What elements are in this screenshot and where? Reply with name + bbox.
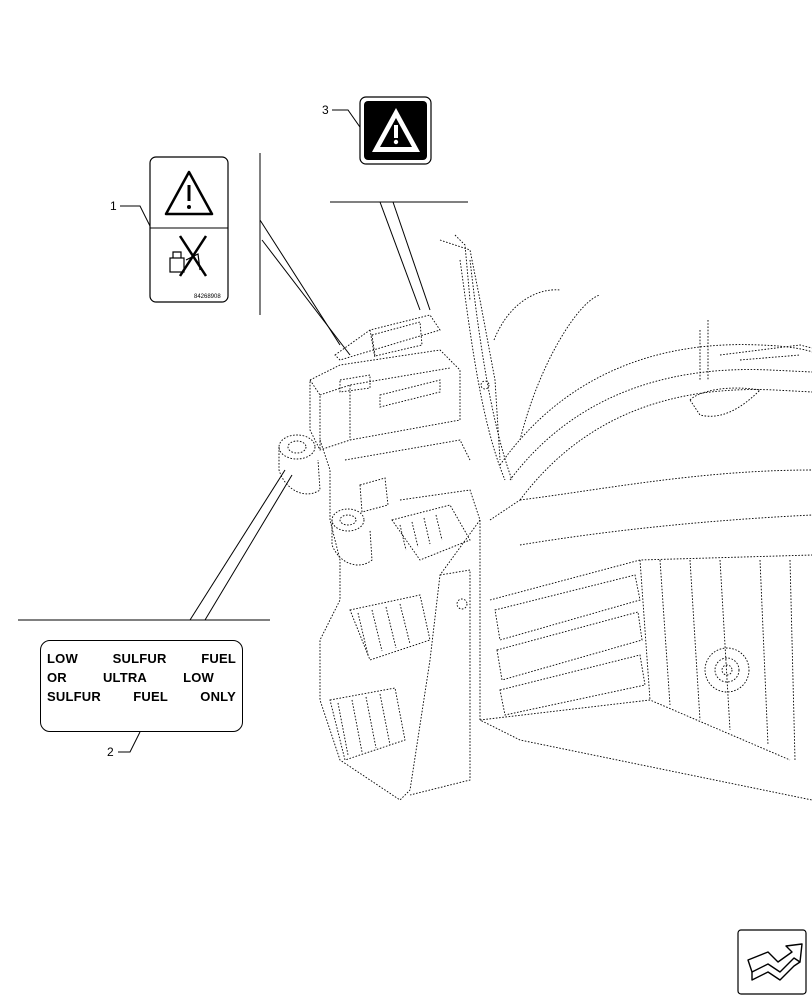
fuel-label-line-3: SULFUR FUEL ONLY xyxy=(47,687,236,706)
fuel-word: FUEL xyxy=(133,689,168,704)
fuel-word: LOW xyxy=(47,651,78,666)
callout-number-1: 1 xyxy=(110,199,117,213)
warning-triangle-icon xyxy=(372,108,420,152)
fuel-word: FUEL xyxy=(201,651,236,666)
fuel-label-line-1: LOW SULFUR FUEL xyxy=(47,649,236,668)
decal-3 xyxy=(359,96,432,165)
no-refuel-with-engine-running-icon xyxy=(169,235,208,277)
tractor-illustration xyxy=(278,234,812,801)
fuel-word: LOW xyxy=(183,670,214,685)
leader-lines xyxy=(18,109,468,753)
warning-triangle-icon xyxy=(164,170,214,216)
fuel-word: ULTRA xyxy=(102,670,148,685)
callout-number-3: 3 xyxy=(322,103,329,117)
callout-number-2: 2 xyxy=(107,745,114,759)
decal-1-part-code: 84268908 xyxy=(194,294,221,300)
fuel-word: ONLY xyxy=(200,689,236,704)
decal-1: 84268908 xyxy=(149,156,229,303)
decal-2-fuel-label: LOW SULFUR FUEL OR ULTRA LOW SULFUR FUEL… xyxy=(40,640,243,732)
fuel-word: OR xyxy=(47,670,67,685)
fuel-label-line-2: OR ULTRA LOW xyxy=(47,668,236,687)
fuel-word: SULFUR xyxy=(47,689,101,704)
fuel-word: SULFUR xyxy=(112,651,167,666)
next-page-arrow-icon[interactable] xyxy=(737,929,807,995)
